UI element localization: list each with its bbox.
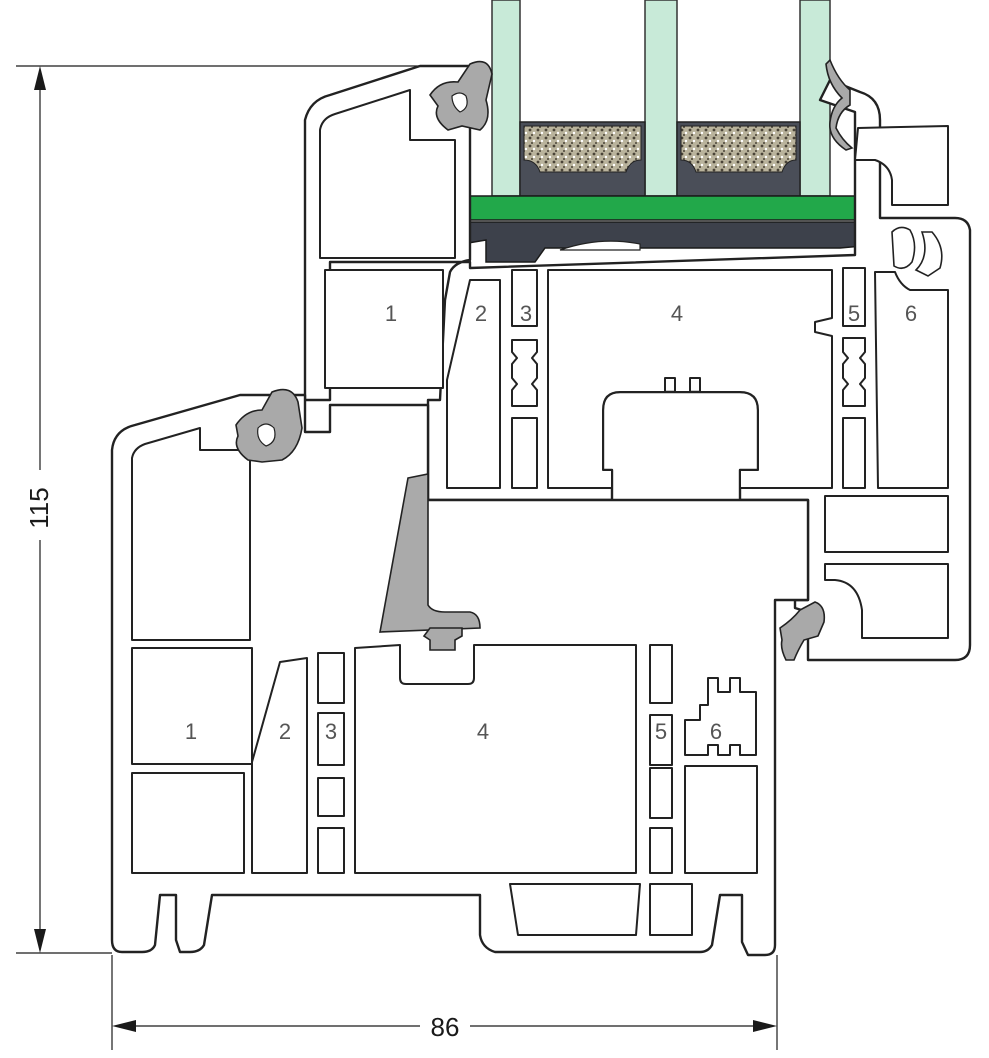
frame-label-1: 1 [185,719,197,744]
glass-pane-outer [491,0,521,197]
glazing-clip [559,240,641,251]
sash-chamber-5b [842,337,866,407]
glazing-setting-strip [468,195,856,221]
sash-chamber-3b [511,339,538,407]
outer-gasket-frame-hollow [257,423,276,447]
outer-gasket-sash-hollow [451,92,468,113]
width-label: 86 [431,1012,460,1042]
frame-label-5: 5 [655,719,667,744]
frame-chamber-4 [354,644,637,874]
frame-base-chamber-b [649,883,693,936]
sash-chamber-5c [842,417,866,489]
sash-top-chamber [319,89,456,259]
center-seal-gasket [779,601,826,661]
frame-chamber-labels: 1 2 3 4 5 6 [185,719,722,744]
sash-chamber-4 [547,269,833,489]
sash-label-5: 5 [848,301,860,326]
drainage-wedge [379,473,481,633]
frame-top-chamber [131,427,251,641]
bead-hook-2 [914,231,943,277]
sash-label-3: 3 [520,301,532,326]
height-arrow-top [34,66,46,90]
frame-chamber-2 [251,657,308,874]
glazing-bead-chamber [854,125,949,206]
frame-chamber-6b [684,765,758,874]
frame-chamber-5d [649,827,673,874]
glazing-gasket-inner [825,58,854,151]
height-label: 115 [24,487,54,528]
sash-lower-chamber-a [824,495,949,553]
frame-chamber-3d [317,827,345,874]
sash-label-4: 4 [671,301,683,326]
sash-chamber-3c [511,417,538,489]
sash-chamber-labels: 1 2 3 4 5 6 [385,301,917,326]
reinforcement-insert [379,473,481,651]
triple-glazing [460,0,886,263]
sash-label-6: 6 [905,301,917,326]
width-arrow-left [112,1020,136,1032]
frame-chamber-3c [317,777,345,817]
height-dimension: 115 [16,65,420,954]
sash-chamber-1 [324,269,444,389]
anchor-clip [422,627,463,651]
frame-chamber-5c [649,767,673,819]
sash-profile [303,64,972,662]
height-arrow-bottom [34,929,46,953]
frame-chamber-5a [649,644,673,704]
frame-chamber-3b [317,712,345,766]
bead-hook [891,226,916,270]
frame-chamber-5b [649,714,673,766]
frame-chamber-1b [131,772,245,874]
sash-chamber-6 [874,271,949,489]
frame-label-4: 4 [477,719,489,744]
sash-label-2: 2 [475,301,487,326]
frame-label-6: 6 [710,719,722,744]
frame-profile [110,393,810,957]
frame-base-chamber [509,883,641,936]
sash-chamber-3a [511,269,538,327]
width-dimension: 86 [111,955,778,1050]
desiccant-1 [523,125,642,173]
frame-label-2: 2 [279,719,291,744]
gaskets [235,58,943,661]
sash-label-1: 1 [385,301,397,326]
sash-lower-chamber-b [824,563,949,639]
frame-chamber-6 [684,677,757,756]
width-arrow-right [753,1020,777,1032]
frame-label-3: 3 [325,719,337,744]
sash-chamber-5a [842,267,866,327]
frame-chamber-3a [317,652,345,704]
desiccant-2 [680,125,797,173]
sash-chamber-2 [446,279,501,489]
frame-chamber-1 [131,647,253,765]
glass-pane-middle [644,0,678,197]
